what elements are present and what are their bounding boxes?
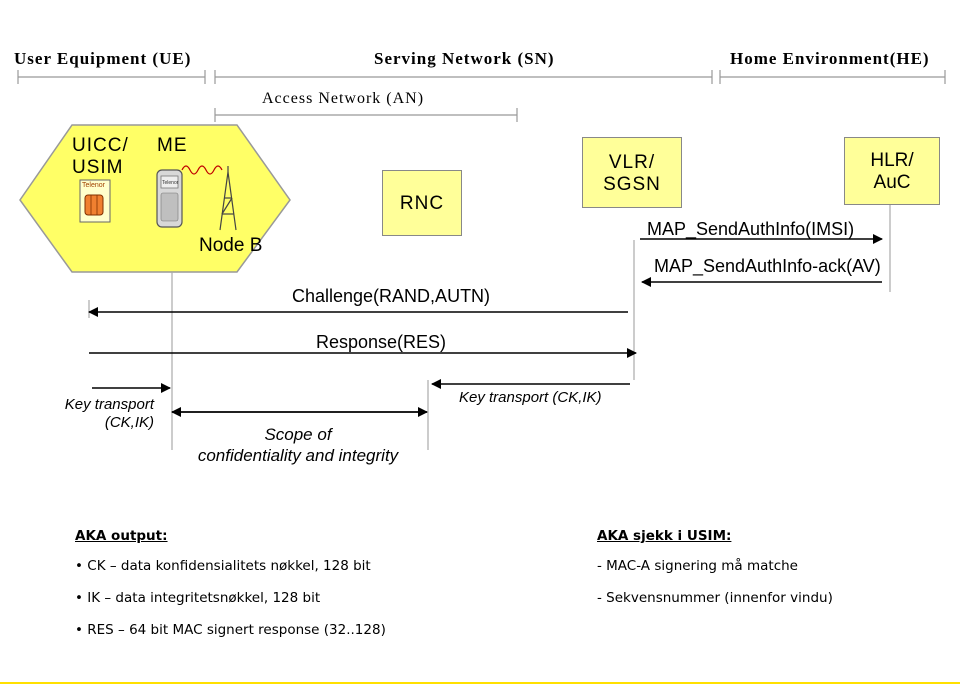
bullet-icon: • [75, 558, 88, 574]
sim-brand: Telenor [82, 182, 105, 189]
key-transport-left-line2: (CK,IK) [104, 414, 154, 431]
header-serving-network: Serving Network (SN) [374, 49, 555, 68]
radio-wave-icon [181, 165, 223, 175]
aka-output-item: • CK – data konfidensialitets nøkkel, 12… [75, 558, 371, 574]
aka-output-title: AKA output: [75, 528, 168, 544]
phone-brand: Telenor [162, 180, 179, 186]
node-b-label: Node B [199, 235, 263, 256]
usim-label: USIM [72, 157, 124, 178]
scope-line2: confidentiality and integrity [197, 446, 399, 465]
aka-output-item: • IK – data integritetsnøkkel, 128 bit [75, 590, 320, 606]
key-transport-left-line1: Key transport [64, 396, 154, 413]
bullet-icon: • [75, 590, 88, 606]
hlr-label: HLR/ [870, 150, 914, 171]
uicc-label: UICC/ [72, 135, 129, 156]
me-label: ME [157, 135, 188, 156]
rnc-label: RNC [399, 193, 445, 214]
bullet-icon: • [75, 622, 88, 638]
aka-output-item: • RES – 64 bit MAC signert response (32.… [75, 622, 386, 638]
send-auth-info-ack-label: MAP_SendAuthInfo-ack(AV) [654, 256, 881, 276]
header-user-equipment: User Equipment (UE) [14, 49, 192, 68]
rnc-box: RNC [382, 170, 462, 236]
key-transport-right-label: Key transport (CK,IK) [459, 389, 602, 406]
antenna-tower-icon [219, 166, 237, 231]
sim-card-icon [79, 179, 111, 223]
hlr-auc-box: HLR/ AuC [844, 137, 940, 205]
aka-output-item-ik: IK – data integritetsnøkkel, 128 bit [87, 590, 321, 606]
sgsn-label: SGSN [603, 174, 661, 195]
aka-check-item-mac: - MAC-A signering må matche [597, 558, 798, 574]
uicc-usim-label: UICC/ USIM [72, 135, 129, 179]
aka-check-title: AKA sjekk i USIM: [597, 528, 732, 544]
aka-check-item-sequence: - Sekvensnummer (innenfor vindu) [597, 590, 833, 606]
challenge-label: Challenge(RAND,AUTN) [292, 286, 491, 306]
header-access-network: Access Network (AN) [262, 90, 425, 107]
response-label: Response(RES) [316, 332, 447, 352]
send-auth-info-label: MAP_SendAuthInfo(IMSI) [647, 219, 855, 239]
domain-brackets [17, 70, 946, 122]
scope-label: Scope of confidentiality and integrity [150, 424, 446, 466]
scope-line1: Scope of [264, 425, 332, 444]
aka-output-item-ck: CK – data konfidensialitets nøkkel, 128 … [87, 558, 371, 574]
vlr-label: VLR/ [608, 152, 656, 173]
vlr-sgsn-box: VLR/ SGSN [582, 137, 682, 208]
ue-hexagon [19, 124, 291, 273]
auc-label: AuC [873, 172, 911, 193]
header-home-environment: Home Environment(HE) [730, 49, 930, 68]
key-transport-left-label: Key transport (CK,IK) [38, 396, 154, 432]
aka-output-item-res: RES – 64 bit MAC signert response (32..1… [87, 622, 386, 638]
mobile-phone-icon [156, 169, 183, 228]
